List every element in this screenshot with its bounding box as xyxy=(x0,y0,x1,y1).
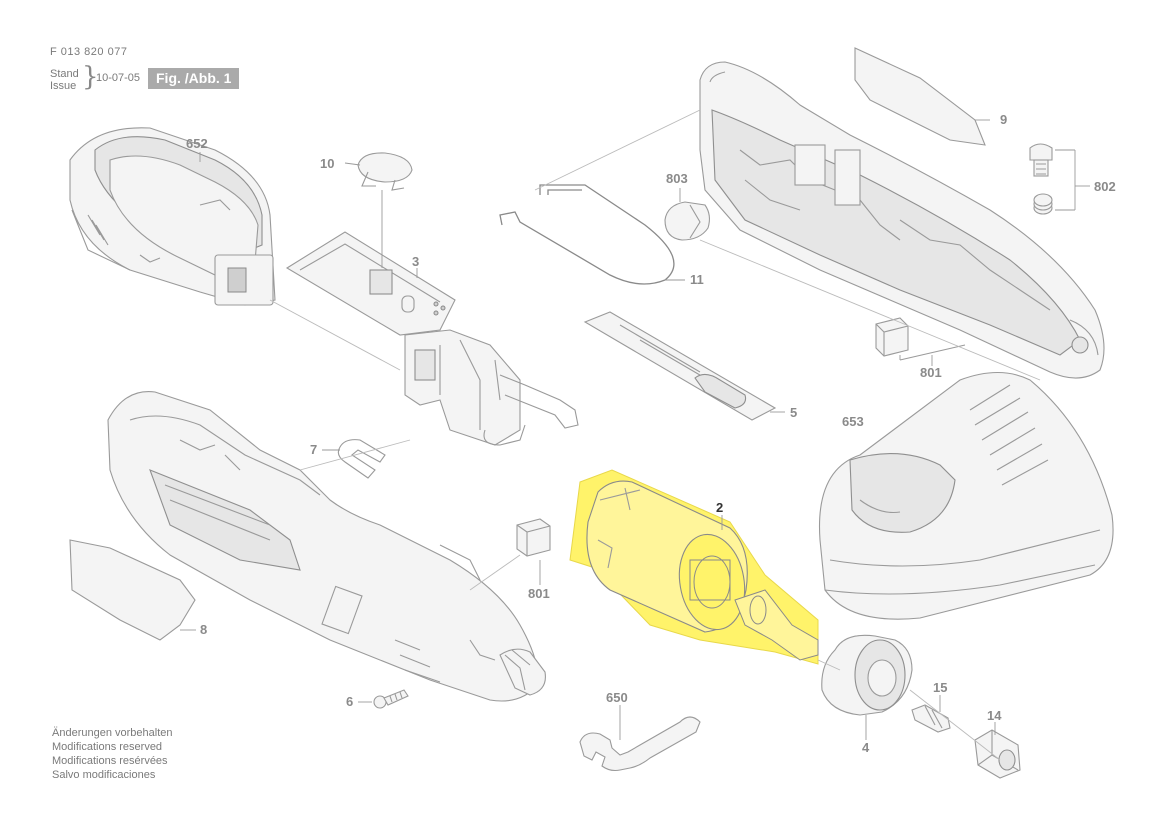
cube-801-bottom xyxy=(516,518,551,557)
callout-652: 652 xyxy=(186,136,208,151)
callout-650: 650 xyxy=(606,690,628,705)
screw-802 xyxy=(1029,143,1053,215)
modification-notes: Änderungen vorbehalten Modifications res… xyxy=(52,726,172,782)
cube-801-top xyxy=(875,317,909,357)
callout-803: 803 xyxy=(666,171,688,186)
callout-4: 4 xyxy=(862,740,870,755)
callout-801-top: 801 xyxy=(920,365,942,380)
callout-5: 5 xyxy=(790,405,798,420)
note-de: Änderungen vorbehalten xyxy=(52,727,173,739)
document-number: F 013 820 077 xyxy=(50,46,128,58)
callout-3: 3 xyxy=(412,254,420,269)
wire-loop-11 xyxy=(499,184,675,285)
collet-15 xyxy=(911,704,951,733)
callout-802: 802 xyxy=(1094,179,1116,194)
nut-14 xyxy=(974,729,1021,779)
leader-lines xyxy=(180,109,1090,761)
collar-4 xyxy=(821,634,913,716)
figure-label: Fig. /Abb. 1 xyxy=(148,68,240,89)
stand-label: Stand xyxy=(50,68,79,80)
motor-2 xyxy=(569,469,819,665)
note-es: Salvo modificaciones xyxy=(52,769,156,781)
housing-half-9 xyxy=(699,47,1105,379)
button-10 xyxy=(357,152,413,191)
callout-8: 8 xyxy=(200,622,208,637)
part-803 xyxy=(664,201,711,241)
switch-board-3 xyxy=(285,231,579,446)
callout-7: 7 xyxy=(310,442,318,457)
label-8 xyxy=(69,539,196,641)
callout-2: 2 xyxy=(716,500,724,515)
callout-653: 653 xyxy=(842,414,864,429)
issue-label: Issue xyxy=(50,80,77,92)
tool-housing-left xyxy=(107,391,546,702)
callout-9: 9 xyxy=(1000,112,1008,127)
callout-15: 15 xyxy=(933,680,948,695)
wrench-650 xyxy=(579,716,701,772)
clip-7 xyxy=(337,439,386,479)
screw-6 xyxy=(373,689,409,709)
callout-10: 10 xyxy=(320,156,335,171)
issue-date: 10-07-05 xyxy=(96,72,141,84)
callout-801-bottom: 801 xyxy=(528,586,550,601)
callout-6: 6 xyxy=(346,694,354,709)
charger-653 xyxy=(818,372,1114,620)
note-fr: Modifications resérvées xyxy=(52,755,168,767)
stand-issue-labels: Stand Issue xyxy=(50,68,79,92)
brace-symbol: } xyxy=(82,62,99,92)
battery-pack-652 xyxy=(69,127,276,306)
callout-14: 14 xyxy=(987,708,1002,723)
callout-11: 11 xyxy=(690,272,704,287)
slider-5 xyxy=(583,311,777,421)
note-en: Modifications reserved xyxy=(52,741,163,753)
